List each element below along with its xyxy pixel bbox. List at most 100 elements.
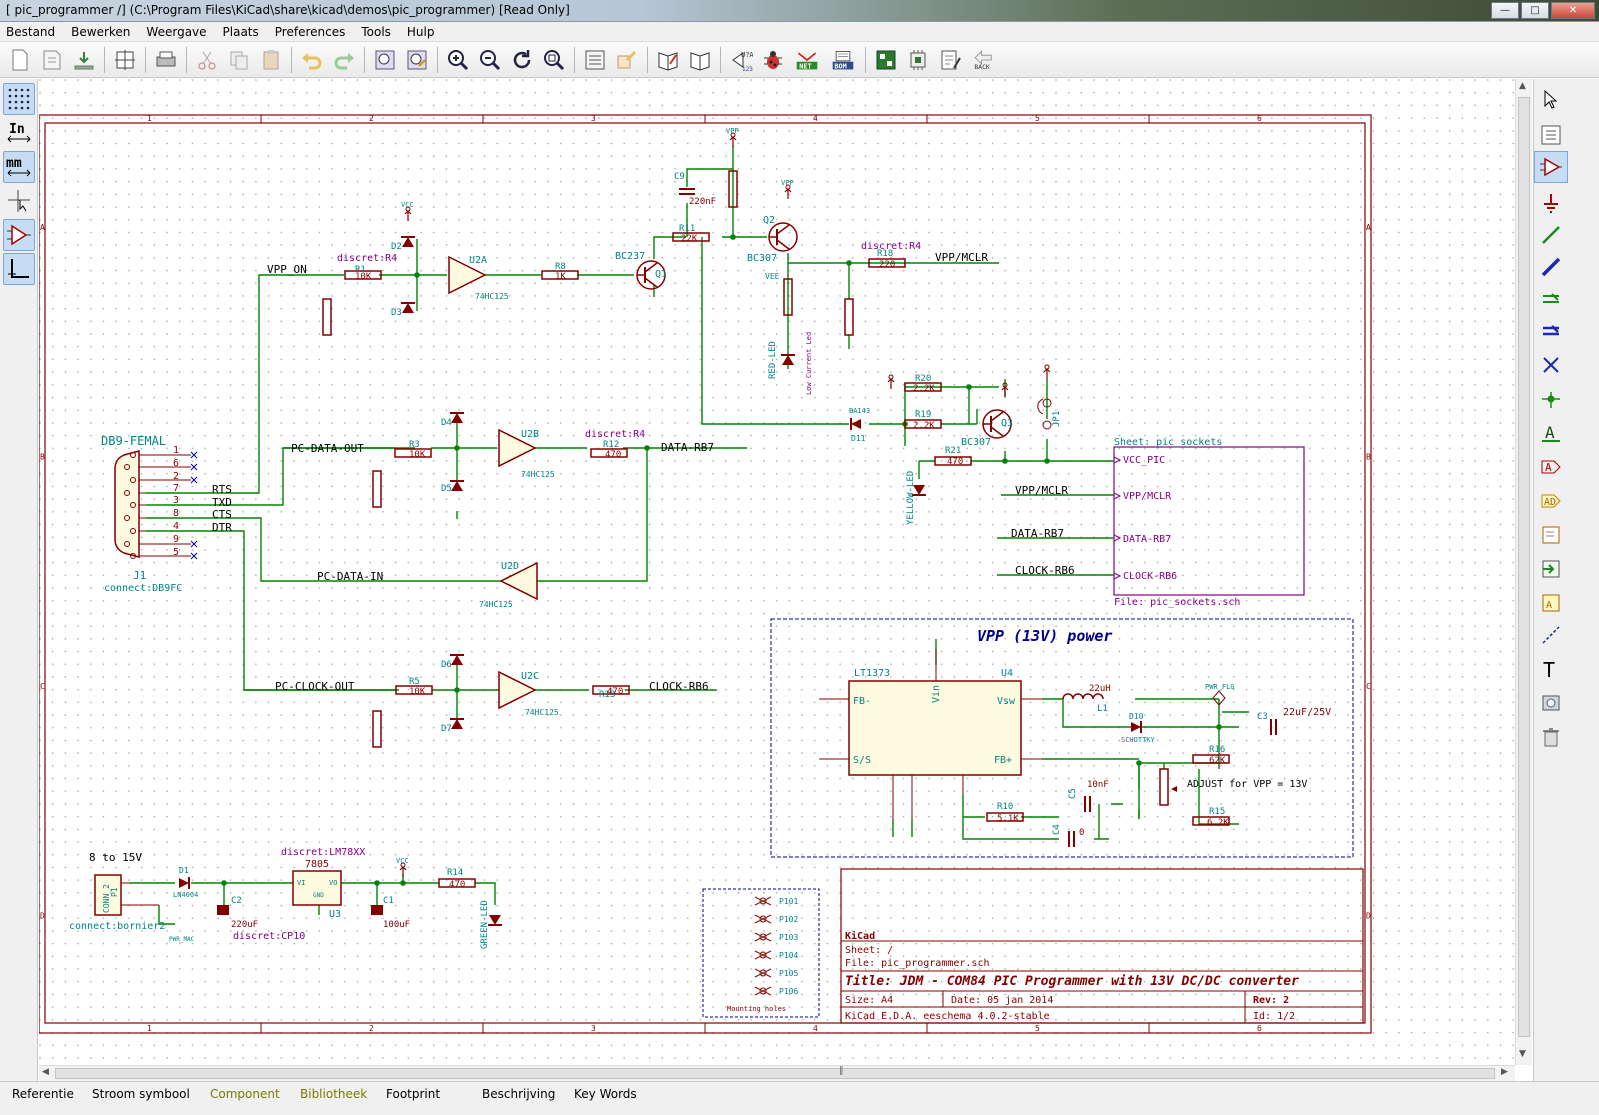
new-schematic-icon[interactable]: [6, 46, 34, 74]
image-icon[interactable]: [1534, 687, 1568, 719]
junction-icon[interactable]: [1534, 383, 1568, 415]
global-label-icon[interactable]: A: [1534, 451, 1568, 483]
copy-icon[interactable]: [225, 46, 253, 74]
place-wire-icon[interactable]: [1534, 219, 1568, 251]
led-d9[interactable]: RED-LED: [768, 341, 796, 379]
close-button[interactable]: ✕: [1551, 2, 1595, 19]
diode-d7[interactable]: D7: [441, 718, 465, 734]
netlist-icon[interactable]: NET: [791, 46, 823, 74]
library-editor-icon[interactable]: [654, 46, 682, 74]
hierarchy-navigator-icon[interactable]: [581, 46, 609, 74]
print-icon[interactable]: [152, 46, 180, 74]
graphic-line-icon[interactable]: [1534, 619, 1568, 651]
led-d12[interactable]: YELLOW-LED: [906, 471, 927, 525]
net-label-icon[interactable]: A: [1534, 417, 1568, 449]
menu-tools[interactable]: Tools: [361, 24, 391, 39]
open-icon[interactable]: [70, 46, 98, 74]
cut-icon[interactable]: [193, 46, 221, 74]
horizontal-scrollbar[interactable]: ◀ ‖ ▶: [39, 1065, 1515, 1081]
hier-label-icon[interactable]: AD: [1534, 485, 1568, 517]
graphic-text-icon[interactable]: T: [1534, 653, 1568, 685]
bus-to-bus-entry-icon[interactable]: [1534, 315, 1568, 347]
hidden-pins-icon[interactable]: [3, 219, 35, 251]
cvpcb-icon[interactable]: [872, 46, 900, 74]
sheet-pin-icon[interactable]: A: [1534, 587, 1568, 619]
zoom-out-icon[interactable]: [476, 46, 504, 74]
place-bus-icon[interactable]: [1534, 251, 1568, 283]
menu-bewerken[interactable]: Bewerken: [71, 24, 131, 39]
redraw-icon[interactable]: [508, 46, 536, 74]
bom-icon[interactable]: BOM: [827, 46, 859, 74]
wire-angle-icon[interactable]: [3, 253, 35, 285]
diode-d6[interactable]: D6: [441, 654, 465, 670]
menu-weergave[interactable]: Weergave: [146, 24, 207, 39]
menu-bestand[interactable]: Bestand: [6, 24, 56, 39]
erc-icon[interactable]: [759, 46, 787, 74]
ic-u4-lt1373[interactable]: LT1373 U4 FB- S/S Vsw FB+ Vin: [819, 649, 1042, 819]
select-arrow-icon[interactable]: [1534, 83, 1568, 115]
place-component-icon[interactable]: [1534, 151, 1568, 183]
redo-icon[interactable]: [330, 46, 358, 74]
regulator-u3[interactable]: VI VO GND U3 7805: [292, 859, 342, 920]
hierarchy-icon[interactable]: [1534, 119, 1568, 151]
connector-p1[interactable]: CONN_2 P1: [94, 874, 159, 916]
diode-d3[interactable]: D3: [391, 302, 416, 318]
menu-plaats[interactable]: Plaats: [222, 24, 259, 39]
pcbnew-icon[interactable]: [904, 46, 932, 74]
hier-sheet-icon[interactable]: [1534, 519, 1568, 551]
leave-sheet-icon[interactable]: [613, 46, 641, 74]
diode-d5[interactable]: D5: [441, 480, 465, 494]
led-green[interactable]: GREEN-LED: [480, 900, 503, 949]
diode-d4[interactable]: D4: [441, 412, 465, 428]
find-icon[interactable]: [371, 46, 399, 74]
place-power-icon[interactable]: [1534, 187, 1568, 219]
import-sheet-pin-icon[interactable]: [1534, 553, 1568, 585]
zoom-fit-icon[interactable]: [540, 46, 568, 74]
undo-icon[interactable]: [298, 46, 326, 74]
new-project-icon[interactable]: [38, 46, 66, 74]
minimize-button[interactable]: —: [1491, 2, 1519, 19]
delete-icon[interactable]: [1534, 721, 1568, 753]
back-icon[interactable]: BACK: [968, 46, 1000, 74]
zoom-in-icon[interactable]: [444, 46, 472, 74]
scripting-icon[interactable]: [936, 46, 964, 74]
menu-preferences[interactable]: Preferences: [274, 24, 346, 39]
maximize-button[interactable]: □: [1521, 2, 1549, 19]
menu-hulp[interactable]: Hulp: [406, 24, 435, 39]
potentiometer-rv1[interactable]: ADJUST for VPP = 13V: [1159, 768, 1307, 806]
page-settings-icon[interactable]: [111, 46, 139, 74]
grid-toggle-icon[interactable]: [3, 83, 35, 115]
sheet-pic-sockets[interactable]: Sheet: pic_sockets File: pic_sockets.sch…: [1113, 437, 1305, 608]
